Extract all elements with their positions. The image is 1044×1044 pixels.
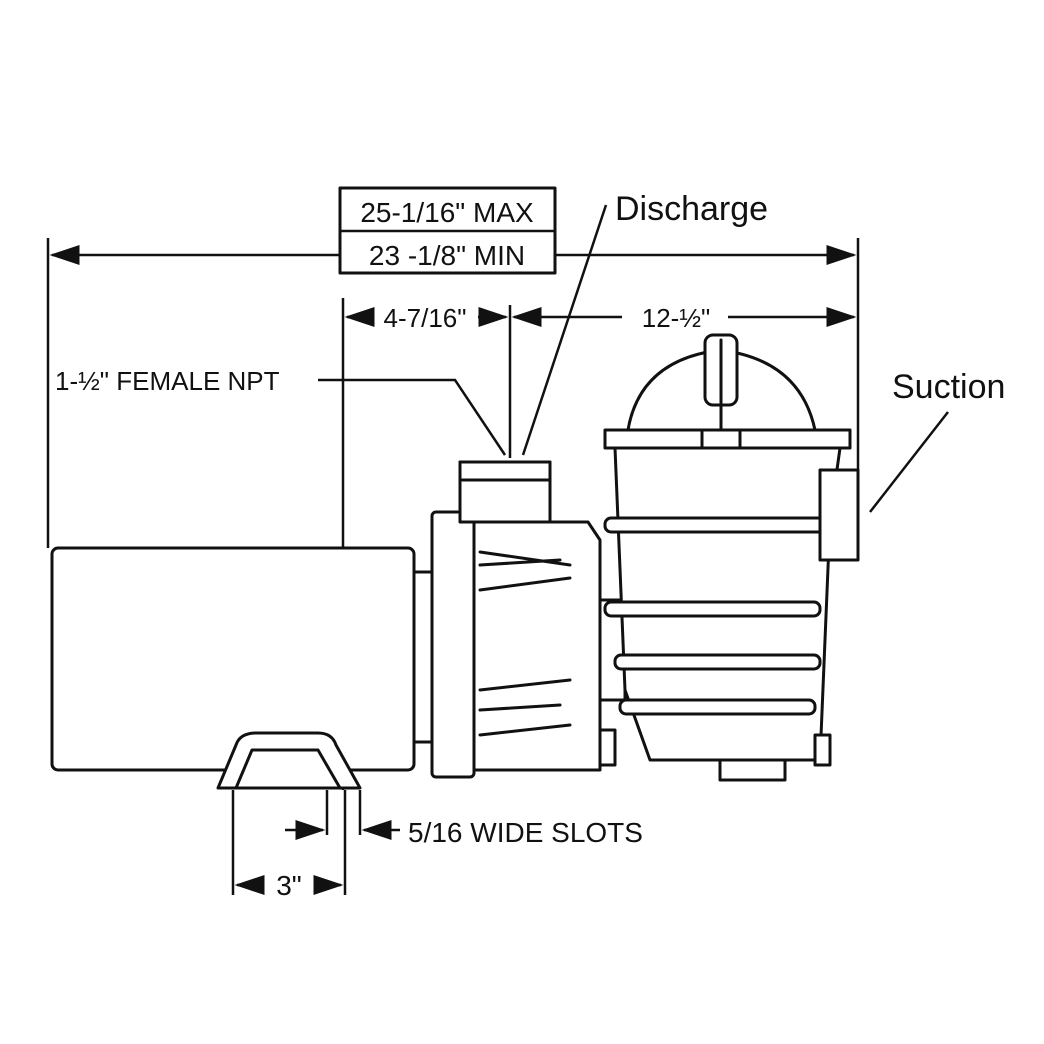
- npt-label: 1-½" FEMALE NPT: [55, 366, 280, 396]
- suction-label: Suction: [892, 368, 1005, 406]
- overall-max-label: 25-1/16" MAX: [360, 197, 534, 228]
- motor-to-discharge-label: 4-7/16": [384, 303, 467, 333]
- pump-housing: [430, 460, 627, 779]
- discharge-label: Discharge: [615, 190, 768, 228]
- overall-min-label: 23 -1/8" MIN: [369, 240, 525, 271]
- slots-label: 5/16 WIDE SLOTS: [408, 817, 643, 848]
- discharge-to-suction-label: 12-½": [642, 303, 711, 333]
- foot-width-label: 3": [276, 870, 302, 901]
- motor: [50, 546, 434, 790]
- foot-dimensions: 5/16 WIDE SLOTS 3": [231, 790, 643, 901]
- strainer-pot: [603, 333, 860, 782]
- overall-dimension: 25-1/16" MAX 23 -1/8" MIN: [46, 186, 860, 548]
